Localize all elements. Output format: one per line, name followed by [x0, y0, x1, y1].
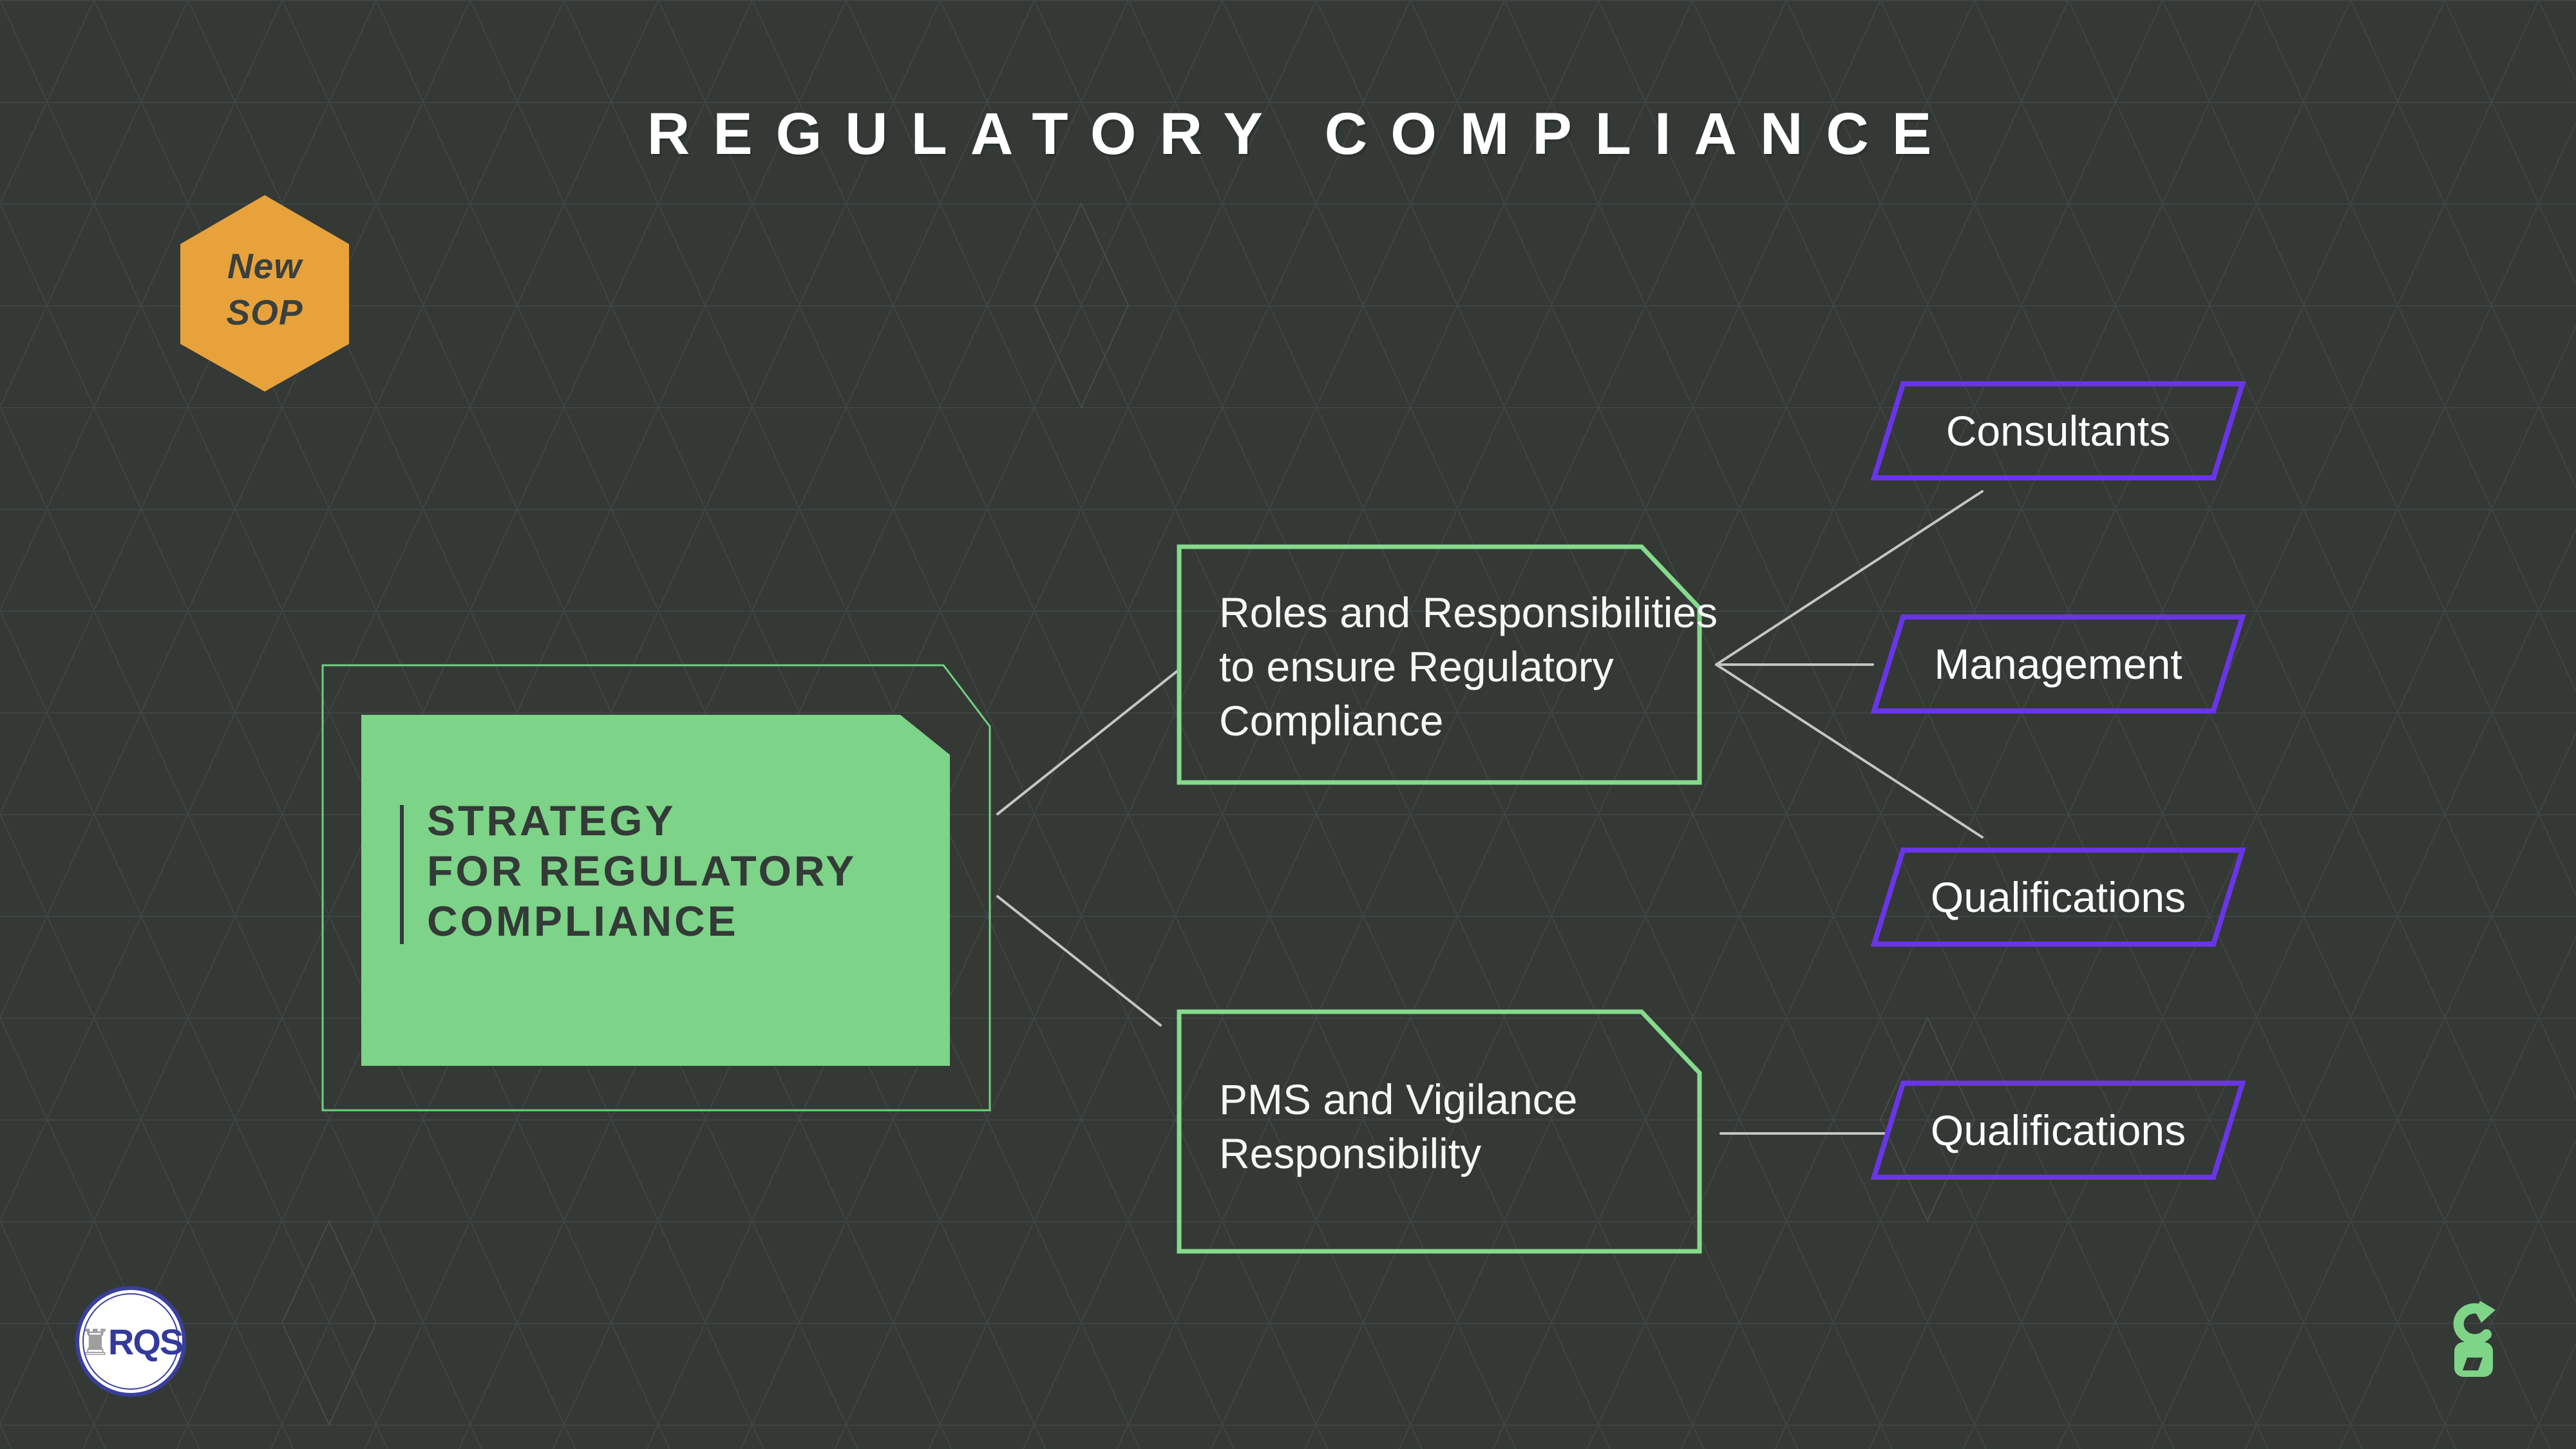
page-title: REGULATORY COMPLIANCE [647, 101, 1955, 167]
badge-line-1: New [227, 246, 303, 286]
badge-hexagon [180, 195, 349, 392]
main-node-line-3: COMPLIANCE [427, 897, 739, 945]
leaf-node-management-label: Management [1934, 640, 2183, 688]
connector-lines [996, 490, 1984, 1135]
brand-mark-arrow-icon [2475, 1301, 2496, 1323]
rqs-logo: ♜ RQS [75, 1286, 186, 1397]
leaf-node-qualifications1-frame [1870, 848, 2246, 947]
roles-line-2: to ensure Regulatory [1219, 643, 1614, 690]
roles-line-3: Compliance [1219, 697, 1444, 744]
main-node-panel [361, 715, 950, 1066]
roles-node-frame [1177, 544, 1702, 785]
pms-node-frame [1177, 1009, 1702, 1254]
pms-line-1: PMS and Vigilance [1219, 1075, 1578, 1123]
rqs-logo-text: RQS [108, 1321, 184, 1362]
pms-node-label: PMS and Vigilance Responsibility [1219, 1072, 1577, 1180]
leaf-node-qualifications2-frame [1870, 1081, 2246, 1180]
brand-mark-top-hook [2453, 1303, 2492, 1345]
leaf-node-management-frame [1870, 614, 2246, 714]
main-node-title: STRATEGY FOR REGULATORY COMPLIANCE [427, 795, 857, 946]
leaf-node-consultants-frame [1870, 381, 2246, 480]
connector-roles-to-consultants [1715, 490, 1984, 666]
main-node-outer-frame [321, 664, 991, 1112]
brand-logo-g [2453, 1301, 2496, 1377]
leaf-node-qualifications1-label: Qualifications [1930, 873, 2186, 921]
main-node-accent-bar [400, 805, 404, 944]
connector-roles-to-qualifications [1715, 663, 1984, 838]
main-node-line-2: FOR REGULATORY [427, 847, 857, 895]
connector-main-to-pms [996, 895, 1162, 1027]
main-node-line-1: STRATEGY [427, 797, 676, 844]
roles-line-1: Roles and Responsibilities [1219, 589, 1718, 636]
pms-line-2: Responsibility [1219, 1130, 1482, 1177]
rook-icon: ♜ [79, 1321, 111, 1364]
badge-line-2: SOP [226, 292, 303, 332]
connector-main-to-roles [996, 670, 1179, 815]
leaf-node-consultants-label: Consultants [1946, 407, 2171, 455]
leaf-node-qualifications2-label: Qualifications [1930, 1106, 2186, 1154]
badge-text: New SOP [180, 243, 349, 336]
brand-mark-bottom-loop [2454, 1342, 2493, 1377]
roles-node-label: Roles and Responsibilities to ensure Reg… [1219, 585, 1718, 748]
